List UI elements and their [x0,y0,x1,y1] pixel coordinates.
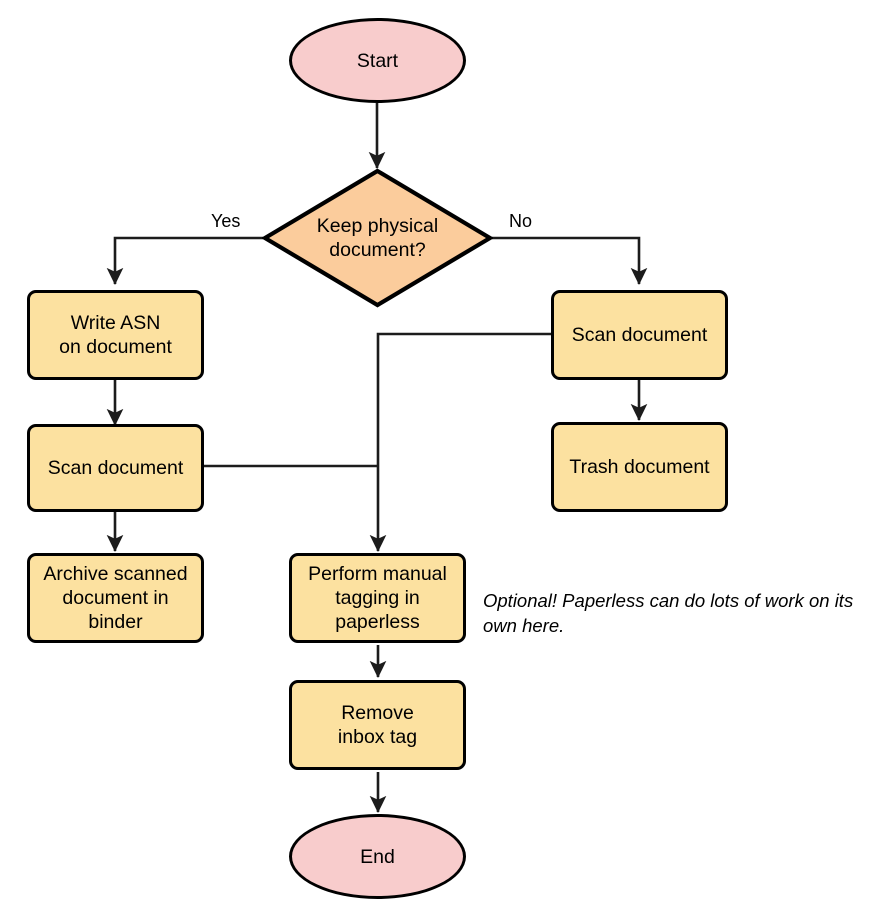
decision-shape [260,168,495,308]
node-manual-tagging[interactable]: Perform manual tagging in paperless [289,553,466,643]
node-write-asn-label: Write ASN on document [59,312,172,358]
edge-label-yes: Yes [211,211,241,231]
node-remove-inbox-tag-label: Remove inbox tag [337,702,418,748]
edge-decision-no [492,236,648,286]
note-optional: Optional! Paperless can do lots of work … [483,590,854,636]
node-manual-tagging-label: Perform manual tagging in paperless [308,563,447,633]
node-write-asn[interactable]: Write ASN on document [27,290,204,380]
edge-label-no: No [509,211,533,231]
node-start[interactable]: Start [289,18,466,103]
node-start-label: Start [356,49,399,72]
node-scan-document-right[interactable]: Scan document [551,290,728,380]
node-scan-document-right-label: Scan document [571,324,708,346]
node-scan-document-left[interactable]: Scan document [27,424,204,512]
node-end-label: End [360,845,395,868]
node-archive-binder[interactable]: Archive scanned document in binder [27,553,204,643]
node-remove-inbox-tag[interactable]: Remove inbox tag [289,680,466,770]
node-decision[interactable]: Keep physical document? [260,168,495,308]
node-end[interactable]: End [289,814,466,899]
node-decision-label: Keep physical document? [316,215,439,261]
node-scan-document-left-label: Scan document [47,457,184,479]
edge-scanright-to-tagging [369,332,551,553]
node-trash-document-label: Trash document [569,456,710,478]
edge-decision-yes [106,236,263,286]
node-archive-binder-label: Archive scanned document in binder [43,563,188,633]
node-trash-document[interactable]: Trash document [551,422,728,512]
